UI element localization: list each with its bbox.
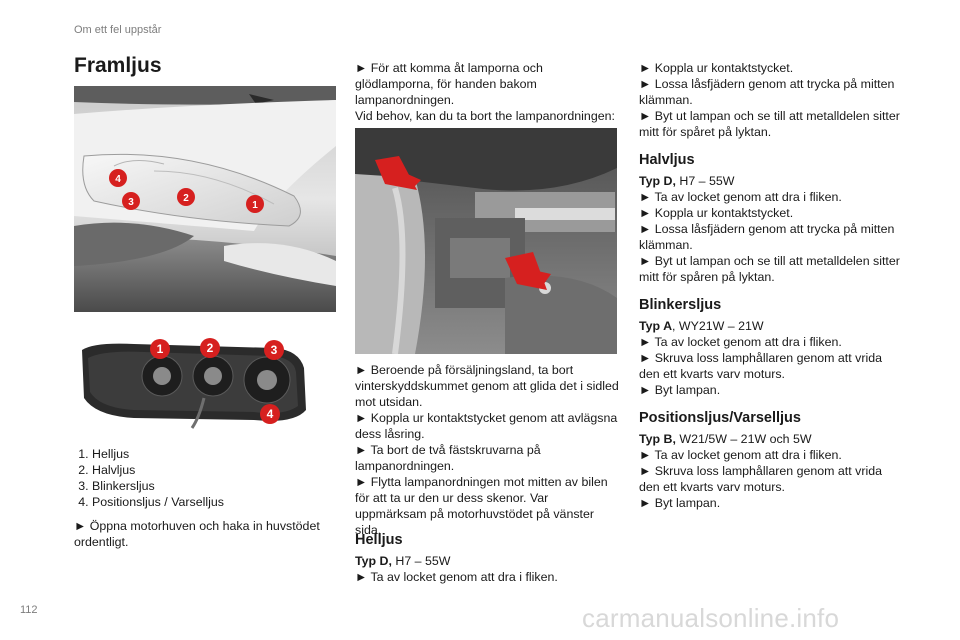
step-text: ► Ta av locket genom att dra i fliken. xyxy=(355,570,558,584)
type-value: W21/5W – 21W och 5W xyxy=(675,432,812,446)
callout-4: 4 xyxy=(115,174,121,185)
running-header: Om ett fel uppstår xyxy=(74,24,162,36)
step-text: ► Koppla ur kontaktstycket genom att avl… xyxy=(355,411,618,441)
step-text: ► Byt ut lampan och se till att metallde… xyxy=(639,109,900,139)
headlamp-unit-illustration: 1 2 3 4 xyxy=(74,328,336,438)
list-item: Positionsljus / Varselljus xyxy=(92,494,354,510)
step-text: ► Koppla ur kontaktstycket. xyxy=(639,61,794,75)
callout-2: 2 xyxy=(207,341,214,355)
step-text: ► Beroende på försäljningsland, ta bort … xyxy=(355,363,619,409)
step-text: ► Lossa låsfjädern genom att trycka på m… xyxy=(639,77,895,107)
type-value: H7 – 55W xyxy=(391,554,451,568)
positionsljus-heading: Positionsljus/Varselljus xyxy=(639,410,801,426)
step-text: ► Flytta lampanordningen mot mitten av b… xyxy=(355,475,608,537)
step-text: ► Lossa låsfjädern genom att trycka på m… xyxy=(639,222,895,252)
callout-2: 2 xyxy=(183,193,189,204)
type-label: Typ B, xyxy=(639,432,676,446)
type-value: H7 – 55W xyxy=(675,174,735,188)
callout-1: 1 xyxy=(252,200,258,211)
page-number: 112 xyxy=(20,604,38,616)
callout-3: 3 xyxy=(271,343,278,357)
step-text: ► Byt ut lampan och se till att metallde… xyxy=(639,254,900,284)
step-text: ► Byt lampan. xyxy=(639,496,721,510)
step-text: ► Byt lampan. xyxy=(639,383,721,397)
step-text: ► Skruva loss lamphållaren genom att vri… xyxy=(639,464,882,494)
type-label: Typ D, xyxy=(355,554,392,568)
halvljus-heading: Halvljus xyxy=(639,152,695,168)
blinkersljus-heading: Blinkersljus xyxy=(639,297,722,313)
step-text: ► Öppna motorhuven och haka in huvstödet… xyxy=(74,519,320,549)
callout-3: 3 xyxy=(128,197,134,208)
callout-1: 1 xyxy=(157,342,164,356)
step-text: ► Ta bort de två fästskruvarna på lampan… xyxy=(355,443,541,473)
list-item: Halvljus xyxy=(92,462,354,478)
headlamp-car-illustration: 4 3 2 1 xyxy=(74,86,336,312)
list-item: Blinkersljus xyxy=(92,478,354,494)
type-label: Typ A xyxy=(639,319,673,333)
step-text: ► Ta av locket genom att dra i fliken. xyxy=(639,190,842,204)
type-label: Typ D, xyxy=(639,174,676,188)
engine-bay-illustration xyxy=(355,128,617,354)
callout-4: 4 xyxy=(267,407,274,421)
step-text: ► För att komma åt lamporna och glödlamp… xyxy=(355,61,543,107)
watermark: carmanualsonline.info xyxy=(582,603,840,633)
step-text: ► Ta av locket genom att dra i fliken. xyxy=(639,335,842,349)
bulb-list: Helljus Halvljus Blinkersljus Positionsl… xyxy=(74,446,354,510)
step-text: ► Skruva loss lamphållaren genom att vri… xyxy=(639,351,882,381)
step-text: ► Ta av locket genom att dra i fliken. xyxy=(639,448,842,462)
type-value: , WY21W – 21W xyxy=(672,319,764,333)
step-text: Vid behov, kan du ta bort the lampanordn… xyxy=(355,109,615,123)
section-title: Framljus xyxy=(74,54,162,77)
step-text: ► Koppla ur kontaktstycket. xyxy=(639,206,794,220)
helljus-heading: Helljus xyxy=(355,532,403,548)
list-item: Helljus xyxy=(92,446,354,462)
